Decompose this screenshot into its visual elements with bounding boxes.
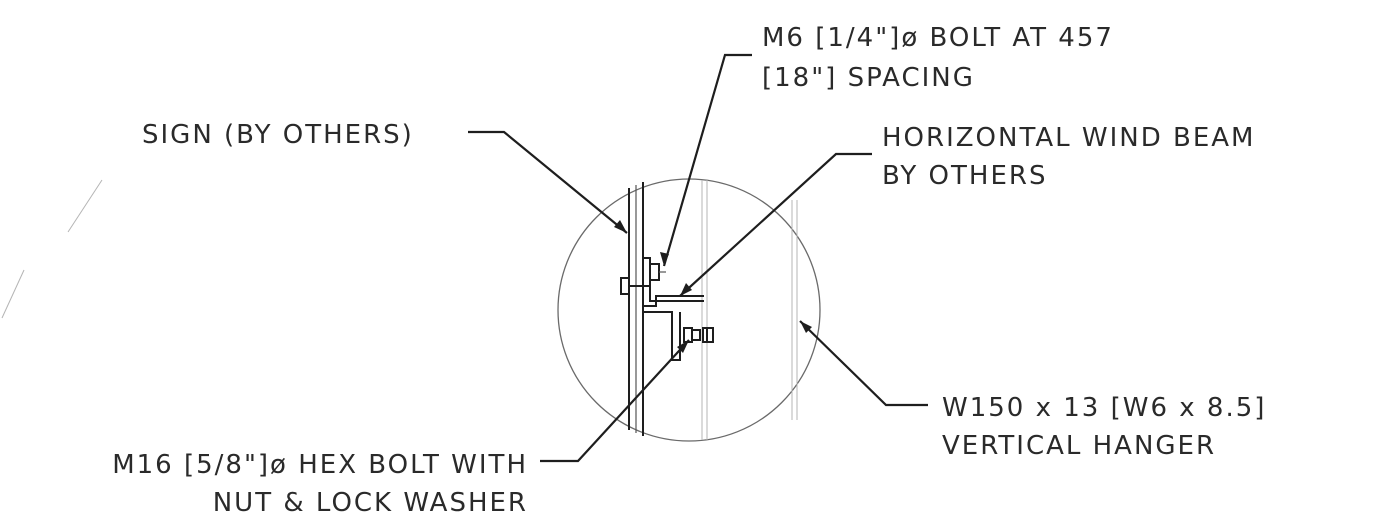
hanger-callout-line1: W150 x 13 [W6 x 8.5] bbox=[942, 393, 1266, 423]
hex-bolt-callout-line2: NUT & LOCK WASHER bbox=[213, 488, 528, 518]
small-bolt-m6 bbox=[649, 263, 666, 281]
wind-beam-section bbox=[643, 257, 704, 361]
bolt-spacing-callout-line1: M6 [1/4"]ø BOLT AT 457 bbox=[762, 23, 1114, 53]
hex-bolt-m16 bbox=[683, 327, 714, 343]
wind-beam-callout-line2: BY OTHERS bbox=[882, 161, 1047, 191]
detail-circle bbox=[557, 178, 821, 442]
bolt-spacing-callout-line2: [18"] SPACING bbox=[762, 63, 975, 93]
sign-panel bbox=[628, 182, 644, 436]
hex-bolt-callout-line1: M16 [5/8"]ø HEX BOLT WITH bbox=[112, 450, 528, 480]
vertical-hanger-web bbox=[701, 180, 798, 440]
construction-lines bbox=[1, 179, 103, 319]
leader-lines bbox=[468, 53, 928, 463]
sign-callout: SIGN (BY OTHERS) bbox=[142, 120, 414, 150]
hanger-callout-line2: VERTICAL HANGER bbox=[942, 431, 1216, 461]
sign-bolt bbox=[620, 277, 650, 295]
wind-beam-callout-line1: HORIZONTAL WIND BEAM bbox=[882, 123, 1255, 153]
